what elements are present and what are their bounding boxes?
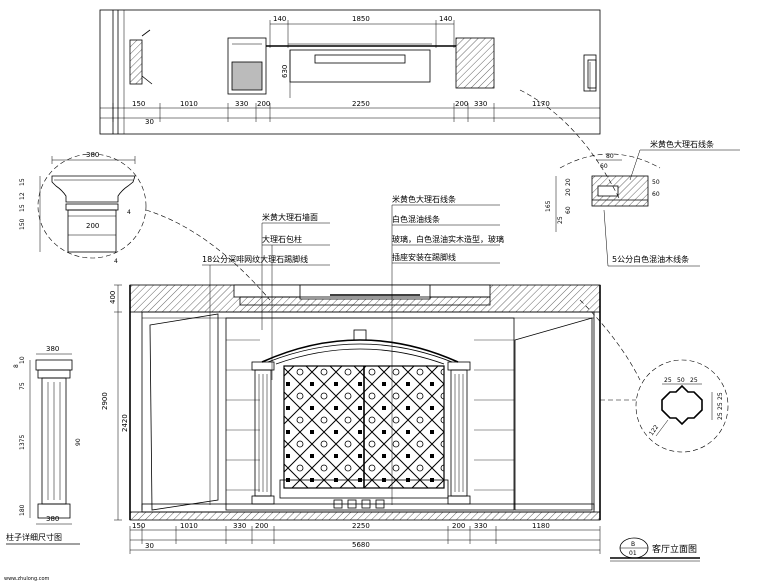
plan-dim-bottom-5: 200 bbox=[455, 100, 468, 108]
elev-dim-bottom-6: 330 bbox=[474, 522, 487, 530]
plan-dim-bottom-6: 330 bbox=[474, 100, 487, 108]
column-left-4: 180 bbox=[19, 504, 26, 516]
column-right: 90 bbox=[75, 438, 82, 446]
capital-detail: 380 200 15 12 15 150 4 4 bbox=[19, 151, 147, 265]
corner-label-top: 米黄色大理石线条 bbox=[650, 139, 714, 149]
elev-dim-bottom-1: 1010 bbox=[180, 522, 198, 530]
column-dim-bottom: 380 bbox=[46, 515, 59, 523]
label-right-3: 玻璃，白色混油实木造型，玻璃 bbox=[392, 234, 504, 244]
label-left-1: 米黄大理石墙面 bbox=[262, 212, 318, 222]
plan-dimensions: 140 1850 140 630 150 1010 330 200 2250 2… bbox=[100, 15, 600, 126]
corner-left-2: 60 bbox=[565, 206, 572, 214]
capital-small-bottom: 4 bbox=[114, 258, 118, 265]
leader-labels: 米黄大理石墙面 大理石包柱 18公分深啡网纹大理石踢脚线 米黄色大理石线条 白色… bbox=[202, 194, 504, 505]
column-left-0: 8 bbox=[13, 364, 20, 368]
label-right-2: 白色混油线条 bbox=[392, 214, 440, 224]
plan-view bbox=[99, 9, 601, 135]
plan-dim-30: 30 bbox=[145, 118, 154, 126]
elev-dim-left-2: 2420 bbox=[121, 414, 129, 432]
plan-dim-top-0: 140 bbox=[273, 15, 286, 23]
elevation-dimensions: 400 2900 2420 150 1010 330 200 2250 200 … bbox=[101, 284, 601, 554]
corner-right-1: 50 bbox=[652, 179, 660, 186]
elev-dim-total: 5680 bbox=[352, 541, 370, 549]
capital-side-3: 150 bbox=[19, 218, 26, 230]
label-right-1: 米黄色大理石线条 bbox=[392, 194, 456, 204]
plan-dim-vertical: 630 bbox=[281, 65, 289, 78]
elev-dim-bottom-5: 200 bbox=[452, 522, 465, 530]
round-right-1: 25 bbox=[717, 402, 724, 410]
corner-left-0: 165 bbox=[545, 200, 552, 212]
plan-dim-bottom-3: 200 bbox=[257, 100, 270, 108]
corner-left-4: 20 bbox=[565, 178, 572, 186]
title-logo-top: B bbox=[631, 541, 635, 548]
label-right-4: 插座安装在踢脚线 bbox=[392, 252, 456, 262]
label-left-3: 18公分深啡网纹大理石踢脚线 bbox=[202, 254, 308, 264]
plan-dim-bottom-0: 150 bbox=[132, 100, 145, 108]
elev-dim-30: 30 bbox=[145, 542, 154, 550]
column-left-3: 1375 bbox=[19, 435, 26, 450]
elev-dim-bottom-7: 1180 bbox=[532, 522, 550, 530]
round-top-2: 25 bbox=[690, 377, 698, 384]
main-elevation bbox=[129, 59, 601, 521]
corner-left-3: 20 bbox=[565, 188, 572, 196]
plan-dim-bottom-1: 1010 bbox=[180, 100, 198, 108]
plan-dim-bottom-7: 1170 bbox=[532, 100, 550, 108]
elev-dim-bottom-0: 150 bbox=[132, 522, 145, 530]
footer-watermark: www.zhulong.com bbox=[4, 576, 50, 582]
round-top-1: 50 bbox=[677, 377, 685, 384]
round-top-0: 25 bbox=[664, 377, 672, 384]
main-title: 客厅立面图 bbox=[652, 543, 697, 555]
connector-arcs bbox=[145, 89, 641, 381]
column-left-2: 75 bbox=[19, 382, 26, 390]
corner-right-0: 60 bbox=[652, 191, 660, 198]
corner-label-bottom: 5公分白色混油木线条 bbox=[612, 254, 689, 264]
corner-detail: 米黄色大理石线条 80 60 165 25 60 20 20 60 50 5公分… bbox=[545, 139, 740, 267]
corner-left-1: 25 bbox=[557, 216, 564, 224]
capital-side-2: 15 bbox=[19, 204, 26, 212]
elev-dim-left-0: 400 bbox=[109, 291, 117, 304]
column-left-1: 10 bbox=[19, 356, 26, 364]
capital-small: 4 bbox=[127, 209, 131, 216]
elev-dim-bottom-3: 200 bbox=[255, 522, 268, 530]
capital-dim-bottom: 200 bbox=[86, 222, 99, 230]
column-title: 柱子详细尺寸图 bbox=[6, 532, 62, 542]
round-slant: 122 bbox=[648, 424, 660, 438]
capital-side-0: 15 bbox=[19, 178, 26, 186]
round-right-0: 25 bbox=[717, 392, 724, 400]
column-detail: 380 8 10 75 1375 180 90 380 柱子详细尺寸图 bbox=[6, 345, 82, 545]
corner-top-0: 80 bbox=[606, 153, 614, 160]
capital-side-1: 12 bbox=[19, 192, 26, 200]
round-detail: 25 50 25 25 25 25 122 bbox=[600, 359, 729, 453]
corner-top-1: 60 bbox=[600, 163, 608, 170]
capital-dim-top: 380 bbox=[86, 151, 99, 159]
plan-dim-top-2: 140 bbox=[439, 15, 452, 23]
column-dim-top: 380 bbox=[46, 345, 59, 353]
plan-dim-bottom-2: 330 bbox=[235, 100, 248, 108]
title-block: B 01 客厅立面图 bbox=[610, 537, 700, 562]
plan-dim-top-1: 1850 bbox=[352, 15, 370, 23]
round-right-2: 25 bbox=[717, 412, 724, 420]
elev-dim-bottom-2: 330 bbox=[233, 522, 246, 530]
plan-dim-bottom-4: 2250 bbox=[352, 100, 370, 108]
elev-dim-left-1: 2900 bbox=[101, 392, 109, 410]
elev-dim-bottom-4: 2250 bbox=[352, 522, 370, 530]
label-left-2: 大理石包柱 bbox=[262, 234, 302, 244]
title-logo-bottom: 01 bbox=[629, 550, 637, 557]
